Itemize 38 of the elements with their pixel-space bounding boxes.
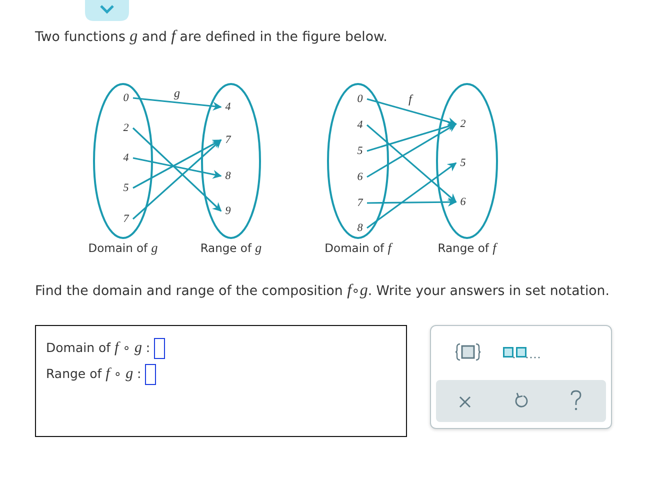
arrow <box>132 139 222 189</box>
set-element: 8 <box>222 169 234 183</box>
set-element: 2 <box>120 121 132 135</box>
set-label: Range of g <box>199 240 263 256</box>
set-element: 4 <box>354 118 366 132</box>
set-element: 6 <box>354 170 366 184</box>
arrow <box>366 124 457 203</box>
set-element: 5 <box>354 144 366 158</box>
edge-label: f <box>408 92 413 104</box>
set-label: Domain of g <box>87 240 159 256</box>
answer-label: Domain of f ∘ g : <box>46 340 150 357</box>
set-element: 7 <box>222 133 234 147</box>
arrow <box>366 162 457 229</box>
set-label: Domain of f <box>324 240 394 256</box>
set-element: 9 <box>222 204 234 218</box>
arrow <box>366 122 457 152</box>
set-element: 4 <box>120 151 132 165</box>
arrow <box>132 157 222 179</box>
arrow <box>366 123 457 178</box>
instruction-text: Find the domain and range of the composition f∘g. Write your answers in set notation. <box>35 282 610 300</box>
arrow <box>367 198 457 207</box>
set-element: 7 <box>120 212 132 226</box>
set-element: 7 <box>354 196 366 210</box>
set-element: 4 <box>222 100 234 114</box>
arrow <box>366 98 457 126</box>
instruction-text: Two functions g and f are defined in the figure below. <box>35 28 388 46</box>
arrow <box>132 97 222 111</box>
answer-label: Range of f ∘ g : <box>46 366 142 383</box>
arrow <box>132 139 222 220</box>
set-element: 0 <box>120 91 132 105</box>
set-element: 5 <box>120 181 132 195</box>
arrow <box>132 127 222 212</box>
set-element: 8 <box>354 221 366 235</box>
set-element: 0 <box>354 92 366 106</box>
set-element: 5 <box>457 156 469 170</box>
set-label: Range of f <box>436 240 499 256</box>
set-element: 2 <box>457 117 469 131</box>
set-element: 6 <box>457 195 469 209</box>
